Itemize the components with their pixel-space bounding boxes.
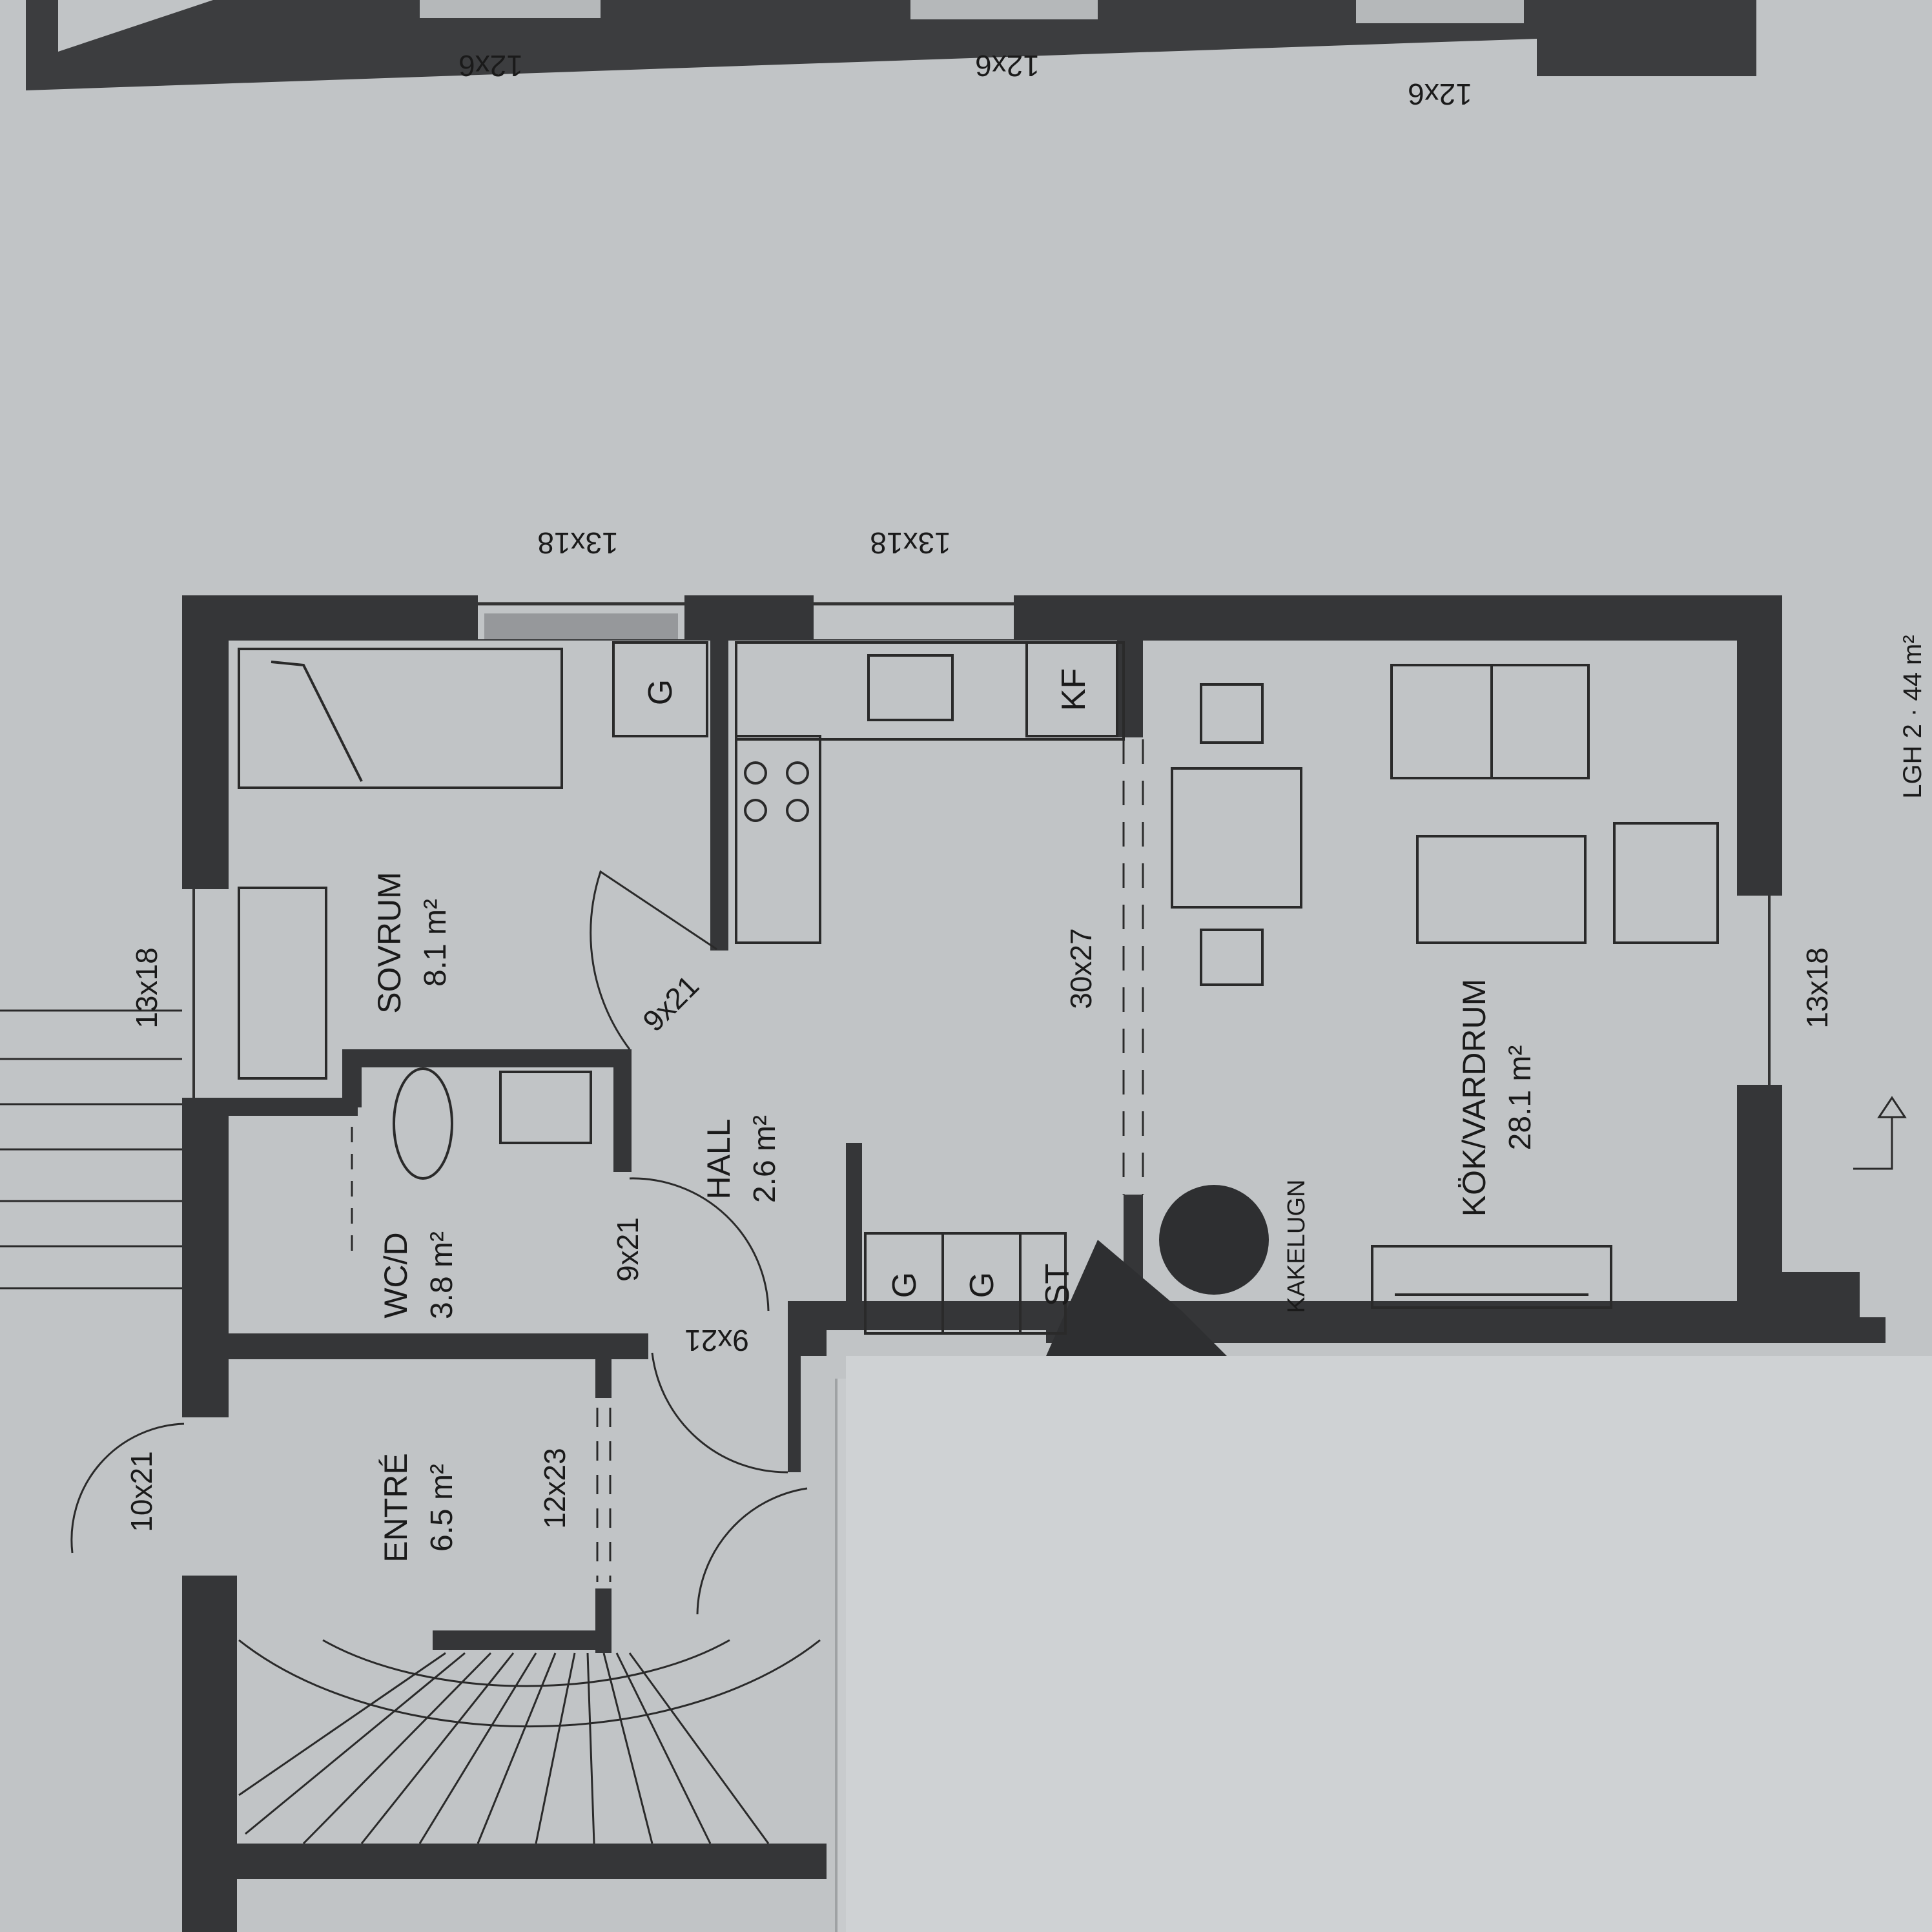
closet-label: G: [886, 1272, 923, 1298]
window-label-top-a: 13x18: [537, 526, 618, 560]
room-area: 2.6 m²: [748, 1115, 782, 1203]
neighbouring-plan-edge: [26, 0, 1756, 90]
door-swings: [70, 739, 1144, 1615]
outdoor-steps: [0, 1009, 182, 1290]
top-window-label-2: 12x6: [975, 49, 1040, 83]
room-kok-vardrum: KÖK/VARDRUM 28.1 m²: [1456, 979, 1537, 1217]
window-label-top-b: 13x18: [870, 526, 951, 560]
top-window-labels: 12x6 12x6 12x6: [458, 49, 1472, 111]
room-name: ENTRÉ: [378, 1453, 414, 1562]
room-entre: ENTRÉ 6.5 m²: [378, 1453, 459, 1562]
apartment-label: LGH 2 · 44 m²: [1898, 635, 1927, 798]
exterior-walls: [182, 595, 1886, 1932]
room-name: WC/D: [378, 1232, 414, 1318]
closet-label: G: [963, 1272, 1001, 1298]
staircase: [238, 1639, 821, 1845]
door-label-wc: 9x21: [611, 1217, 644, 1282]
top-windows: [478, 588, 1014, 639]
section-marker-icon: [1853, 1096, 1907, 1170]
top-window-label-3: 12x6: [1408, 77, 1472, 111]
window-label-left: 13x18: [130, 947, 163, 1028]
door-label-hall: 9x21: [684, 1324, 749, 1357]
side-windows: [178, 889, 1786, 1098]
fridge-freezer-label: KF: [1055, 668, 1093, 711]
storage-label: ST: [1039, 1264, 1076, 1306]
furniture: [238, 641, 1719, 1335]
room-area: 8.1 m²: [418, 899, 453, 987]
room-area: 3.8 m²: [425, 1231, 459, 1319]
stove-label: KAKELUGN: [1283, 1180, 1310, 1313]
room-name: HALL: [701, 1118, 737, 1199]
room-area: 28.1 m²: [1503, 1045, 1537, 1151]
room-area: 6.5 m²: [425, 1464, 459, 1552]
interior-walls: [229, 641, 1143, 1653]
overlapping-paper: [835, 1356, 1932, 1932]
door-label-entre-outer: 10x21: [125, 1451, 158, 1532]
top-window-label-1: 12x6: [458, 49, 523, 83]
opening-label-kitchen: 30x27: [1064, 928, 1098, 1009]
door-label-entre-inner: 12x23: [538, 1448, 571, 1528]
room-wc: WC/D 3.8 m²: [378, 1231, 459, 1319]
room-sovrum: SOVRUM 8.1 m²: [371, 872, 453, 1013]
kakelugn-stove: [1046, 1185, 1269, 1356]
room-hall: HALL 2.6 m²: [701, 1115, 782, 1203]
room-name: KÖK/VARDRUM: [1456, 979, 1492, 1217]
room-name: SOVRUM: [371, 872, 407, 1013]
closet-label: G: [642, 679, 679, 705]
window-label-right: 13x18: [1800, 947, 1834, 1028]
